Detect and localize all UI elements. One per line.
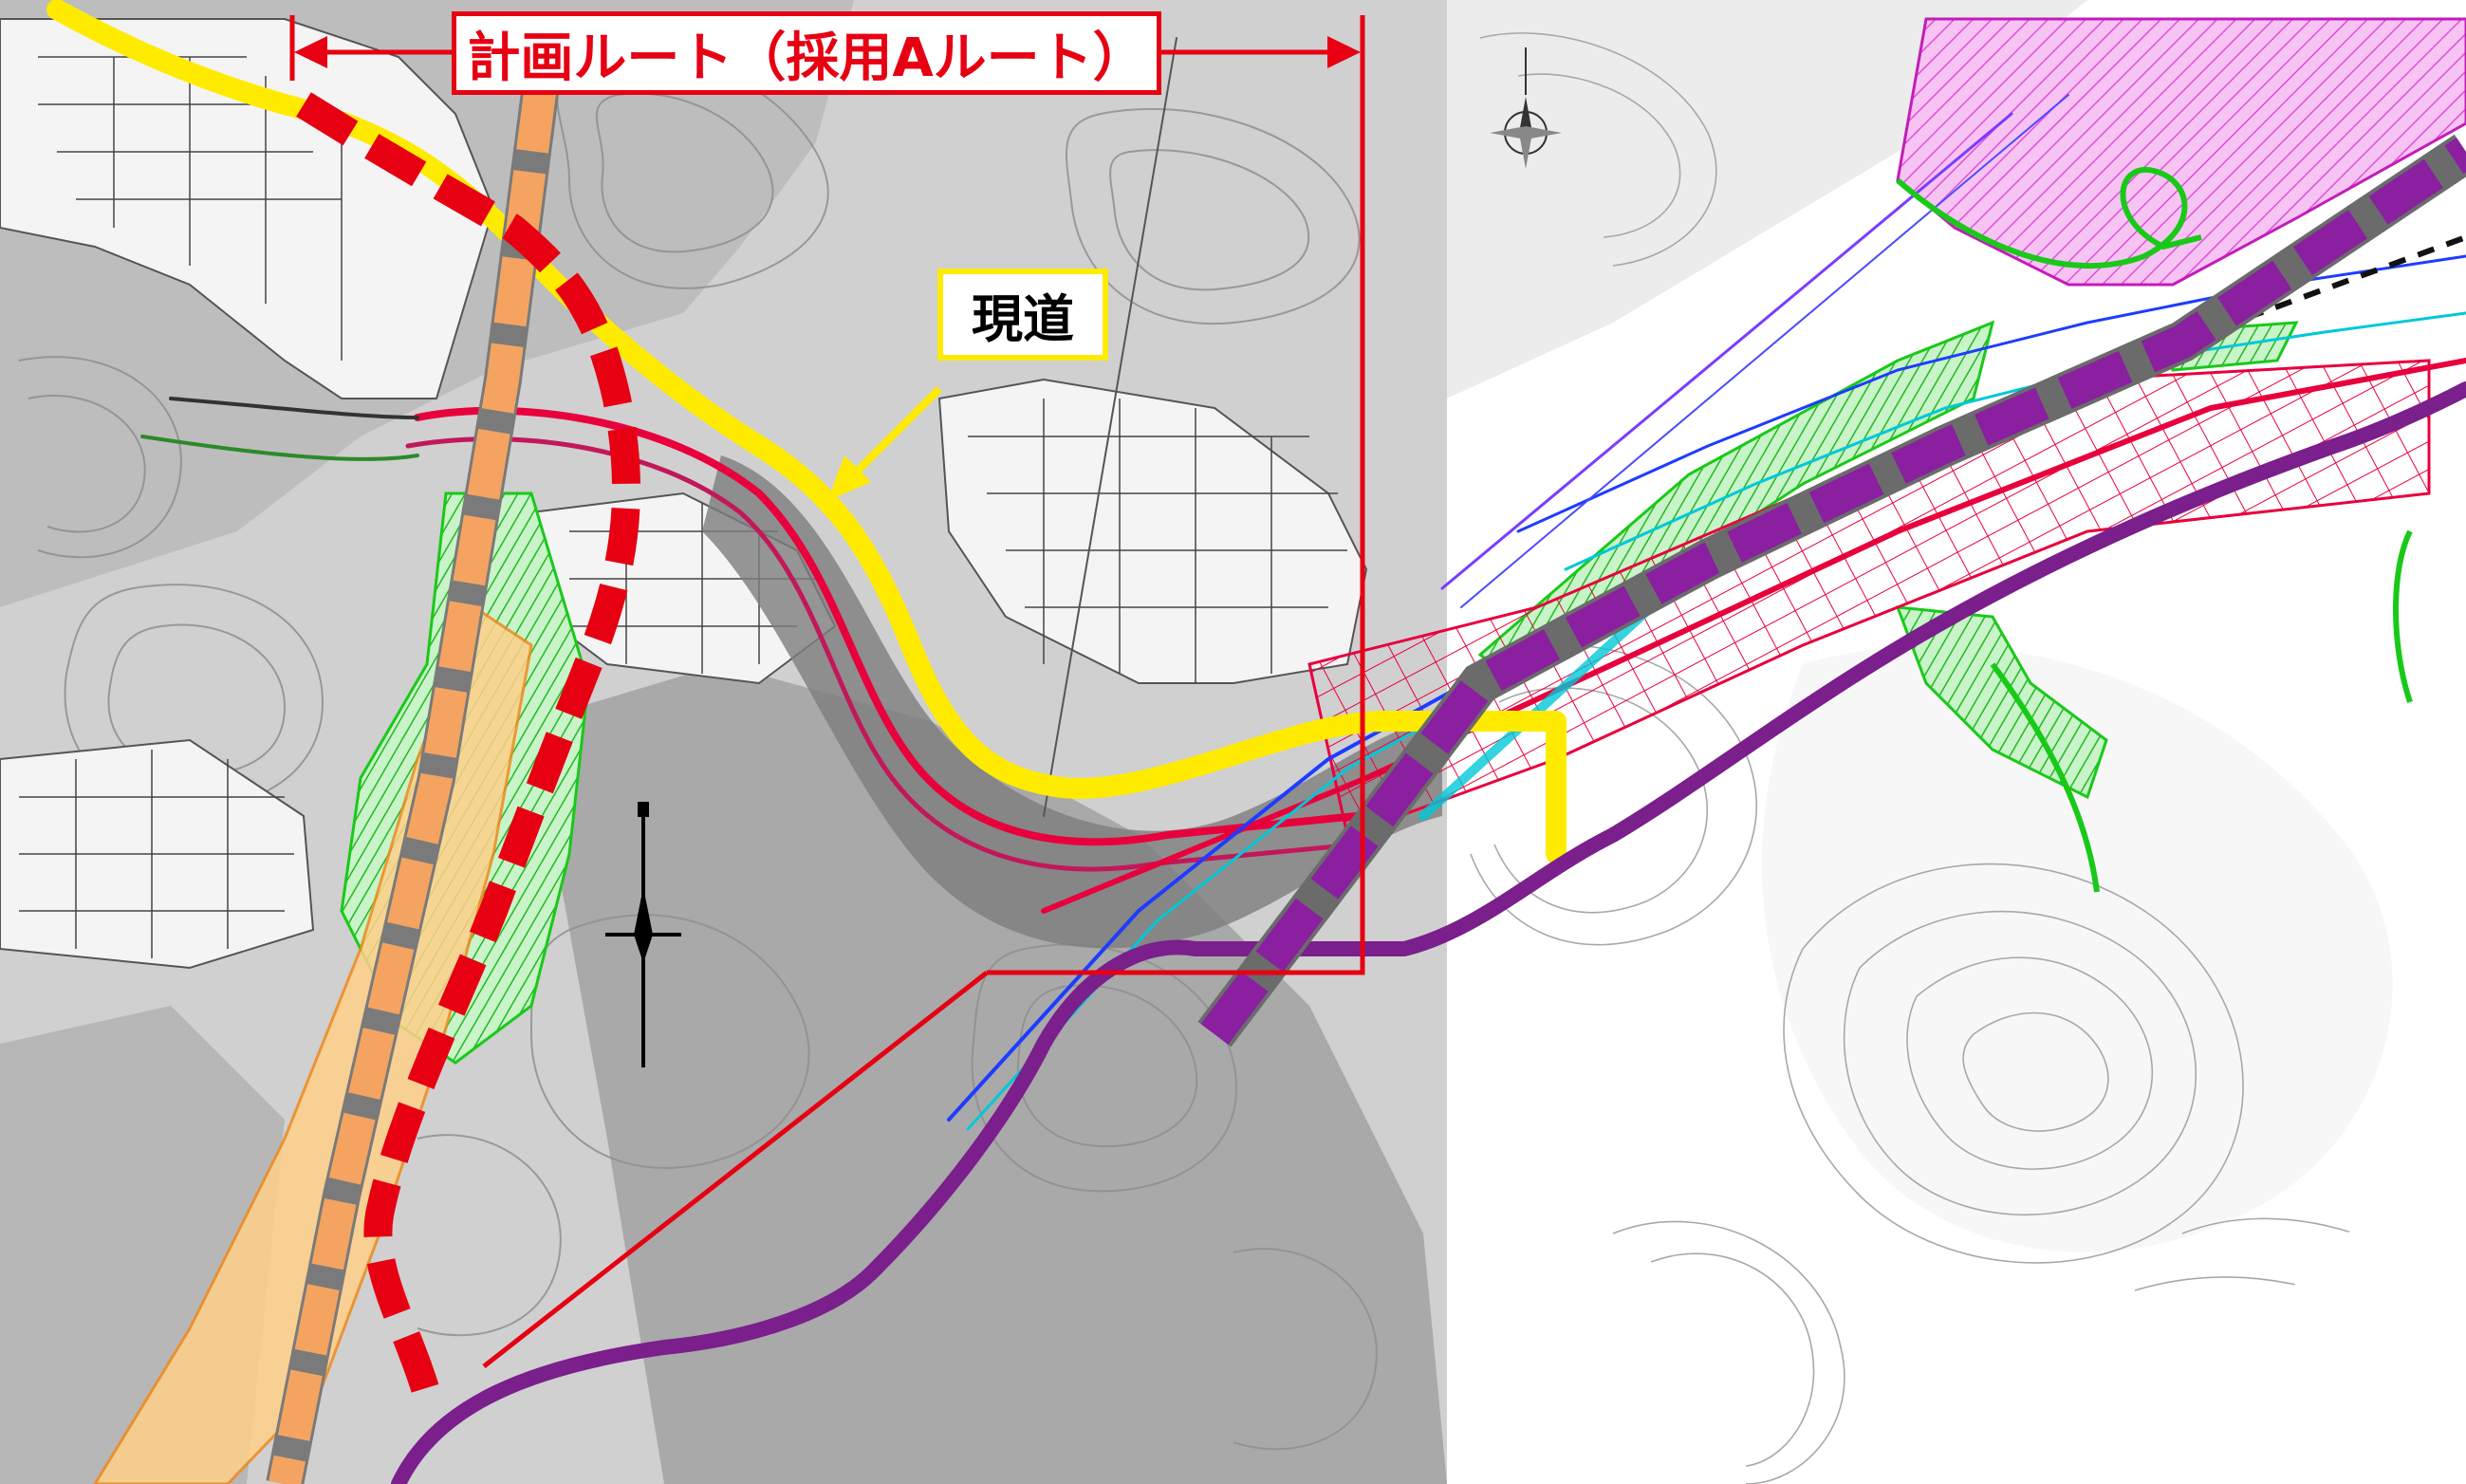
current-road-label-text: 現道 bbox=[972, 289, 1074, 349]
terrain-contours-right bbox=[1470, 32, 2466, 1484]
planned-route-label-text: 計画ルート（採用Aルート） bbox=[467, 27, 1146, 89]
alternative-route-purple bbox=[391, 381, 2466, 1484]
planned-route-label: 計画ルート（採用Aルート） bbox=[452, 11, 1161, 95]
compass-rose-icon bbox=[1490, 47, 1562, 169]
purple-dashed-route bbox=[1200, 138, 2466, 1045]
planned-route-line bbox=[296, 92, 640, 1400]
current-road-label: 現道 bbox=[937, 269, 1108, 361]
ramp-east bbox=[1990, 529, 2413, 893]
current-road-route bbox=[46, 0, 1567, 864]
road-section-grid bbox=[1307, 359, 2431, 837]
route-extent-lines bbox=[289, 15, 1365, 1368]
alternative-route-west bbox=[269, 83, 557, 1484]
terrain-contours bbox=[18, 51, 1378, 1451]
north-arrow-icon bbox=[605, 802, 681, 1067]
extent-arrow-right bbox=[1327, 36, 1361, 68]
map-edge-cutout bbox=[2087, 1120, 2466, 1484]
extent-arrow-left bbox=[294, 36, 327, 68]
current-road-pointer bbox=[827, 386, 942, 501]
ramp-loop bbox=[1896, 166, 2202, 269]
